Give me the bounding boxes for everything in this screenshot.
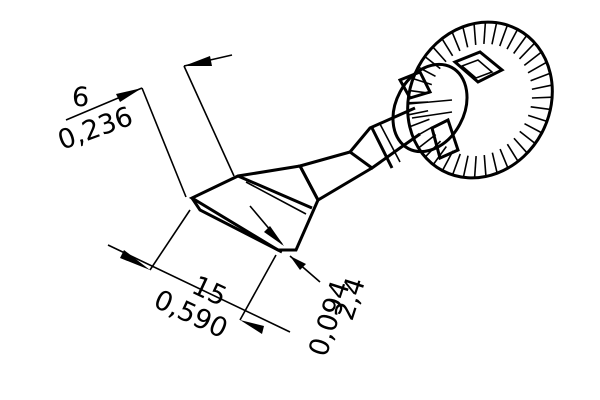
length-dimension: 15 0,590 [107,209,291,345]
knob-rib [473,23,477,46]
knob-rib [451,153,462,176]
knob-rib [483,154,487,177]
knob-rib [531,96,553,99]
knob-rib [424,55,441,70]
knob-ribs [407,22,553,178]
knob-rib [513,137,528,154]
knob-rib [491,22,498,45]
knob-rib [513,34,528,54]
knob-rib [441,38,454,57]
thickness-dimension: 2,4 0,094 [249,205,372,360]
knob-rib [506,28,519,50]
knob-rib [407,109,429,116]
knob-rib [473,156,477,178]
knob-rib [519,130,536,145]
knob-rib [524,122,543,134]
tip-shaft [297,106,421,203]
knob-rib [527,61,548,74]
width-inch-label: 0,236 [54,101,137,157]
chisel-blade [188,164,320,254]
knob-rib [518,42,536,60]
knurled-knob [391,20,554,180]
knob-rib [462,26,469,48]
knob-rib [412,77,433,86]
width-dimension: 6 0,236 [54,54,235,198]
knob-rib [527,114,548,123]
knob-rib [462,155,469,178]
knob-rib [530,105,551,111]
width-mm-label: 6 [72,82,89,113]
knob-rib [530,72,551,82]
knob-rib [491,152,498,174]
knob-rib [499,148,509,169]
knob-rib [451,31,461,52]
knob-rib [483,22,487,44]
knob-rib [506,143,519,162]
knob-rib [531,84,553,91]
knob-rib [498,24,509,47]
knob-rib [523,51,543,67]
knob-rib [432,46,447,63]
knob-rib [409,118,430,128]
